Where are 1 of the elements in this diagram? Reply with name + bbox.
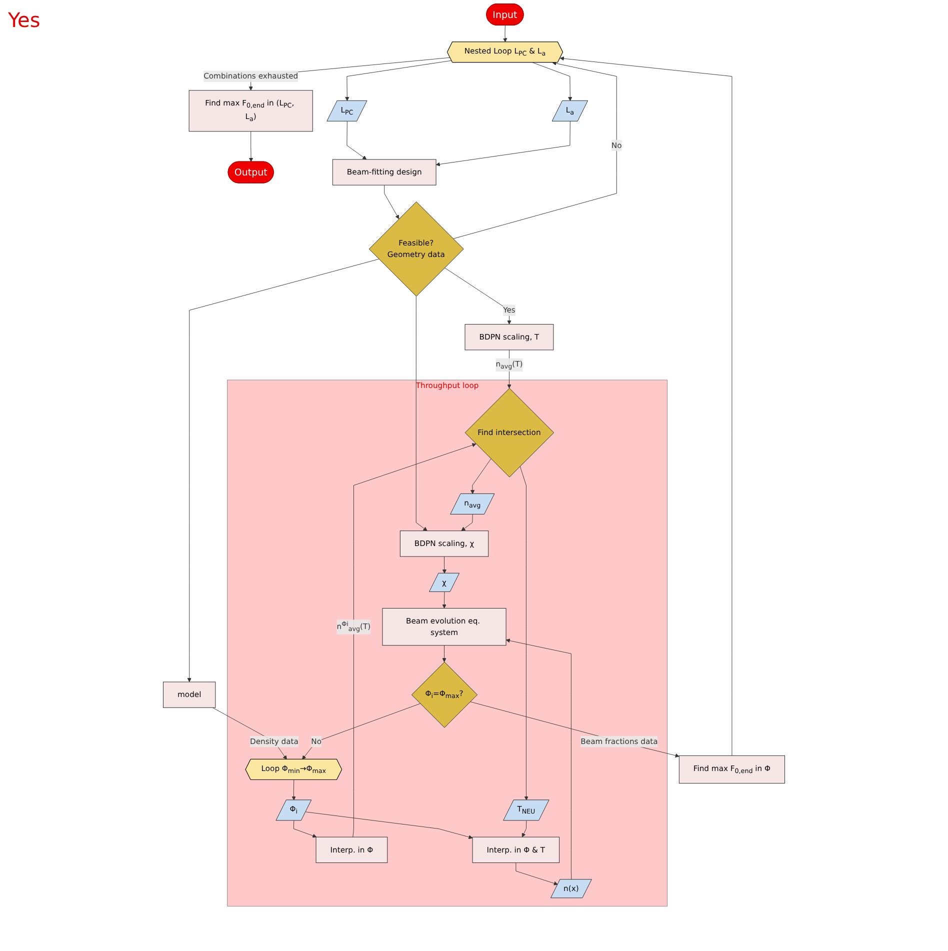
branch-label: Yes — [8, 8, 40, 32]
